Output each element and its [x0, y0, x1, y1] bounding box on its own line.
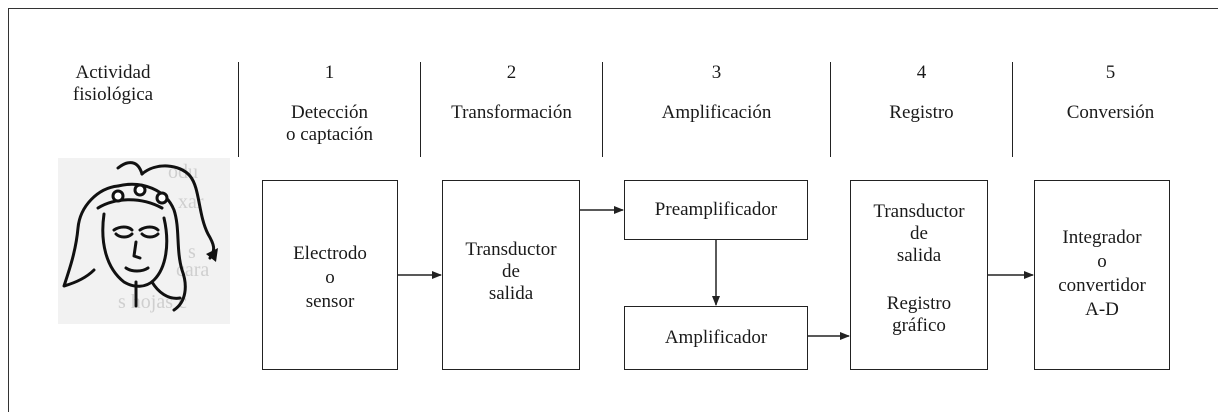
register-top-line1: Transductor [873, 201, 965, 222]
stage-5-title: Conversión [1066, 102, 1155, 123]
stage-3-title: Amplificación [661, 102, 772, 123]
amplifier-block: Amplificador [624, 306, 808, 370]
stage-2-number: 2 [506, 62, 517, 83]
output-transducer-line2: de [502, 261, 520, 282]
stage-4-header: 4 Registro [831, 62, 1012, 124]
converter-line3: convertidor [1058, 275, 1146, 296]
separator-4 [830, 62, 831, 157]
converter-block: Integrador o convertidor A-D [1034, 180, 1170, 370]
electrode-block-line2: o [325, 267, 335, 288]
separator-1 [238, 62, 239, 157]
electrode-block-line3: sensor [305, 291, 355, 312]
stage-2-title: Transformación [451, 102, 572, 123]
stage-1-header: 1 Detección o captación [239, 62, 420, 146]
converter-line2: o [1097, 251, 1107, 272]
register-bottom-line2: gráfico [892, 315, 946, 336]
register-block: Transductor de salida Registro gráfico [850, 180, 988, 370]
register-bottom-line1: Registro [886, 293, 952, 314]
svg-text:s: s [188, 241, 196, 263]
output-transducer-line1: Transductor [465, 239, 557, 260]
register-top-line2: de [910, 223, 928, 244]
stage-4-title: Registro [889, 102, 954, 123]
separator-5 [1012, 62, 1013, 157]
converter-line4: A-D [1085, 299, 1119, 320]
head-with-electrodes-icon: odu xar s cara s hojas c [58, 158, 230, 324]
stage-5-number: 5 [1105, 62, 1116, 83]
stage-3-number: 3 [711, 62, 722, 83]
amplifier-label: Amplificador [664, 327, 768, 348]
activity-label: Actividad fisiológica [48, 62, 178, 106]
stage-2-header: 2 Transformación [421, 62, 602, 124]
activity-label-line1: Actividad [75, 62, 151, 83]
electrode-block: Electrodo o sensor [262, 180, 398, 370]
electrode-block-line1: Electrodo [293, 243, 367, 264]
separator-3 [602, 62, 603, 157]
stage-4-number: 4 [916, 62, 927, 83]
converter-line1: Integrador [1062, 227, 1142, 248]
preamplifier-label: Preamplificador [654, 199, 778, 220]
register-top-line3: salida [896, 245, 942, 266]
activity-label-line2: fisiológica [72, 84, 154, 105]
stage-3-header: 3 Amplificación [603, 62, 830, 124]
stage-1-title-line1: Detección [290, 102, 368, 123]
separator-2 [420, 62, 421, 157]
stage-5-header: 5 Conversión [1013, 62, 1208, 124]
stage-1-number: 1 [324, 62, 335, 83]
output-transducer-line3: salida [488, 283, 534, 304]
preamplifier-block: Preamplificador [624, 180, 808, 240]
stage-1-title-line2: o captación [285, 124, 374, 145]
output-transducer-block: Transductor de salida [442, 180, 580, 370]
